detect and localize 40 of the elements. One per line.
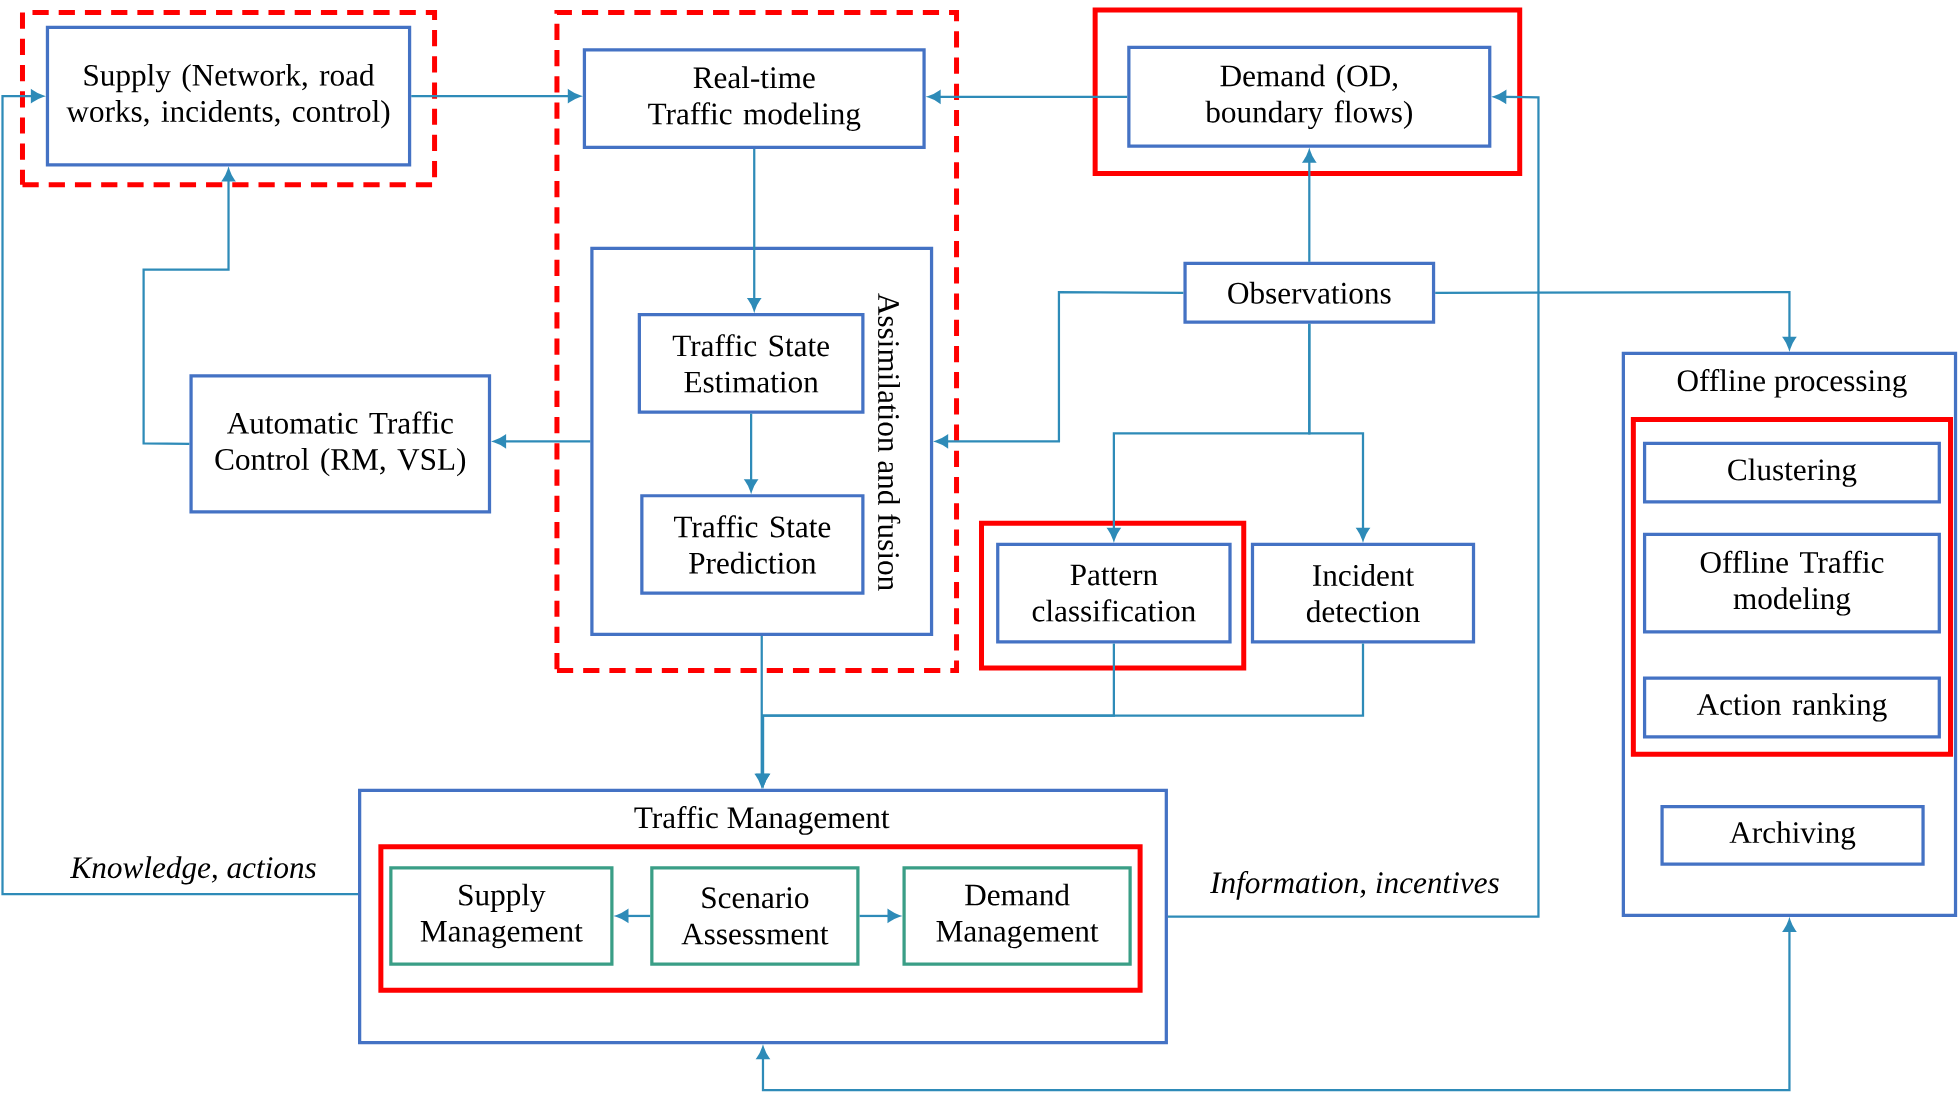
highlight-frame bbox=[378, 843, 1143, 993]
arrow bbox=[1167, 90, 1540, 918]
process-box: Traffic State Estimation bbox=[637, 312, 865, 414]
arrow bbox=[747, 148, 761, 311]
process-box: Traffic State Prediction bbox=[640, 493, 865, 595]
process-box: Scenario Assessment bbox=[650, 866, 860, 966]
arrow bbox=[744, 413, 758, 492]
process-box: Supply Management bbox=[389, 866, 614, 966]
process-box: Offline Traffic modeling bbox=[1642, 532, 1941, 634]
arrow bbox=[493, 434, 591, 448]
highlight-frame bbox=[1630, 416, 1954, 757]
arrow bbox=[1435, 290, 1796, 350]
highlight-frame bbox=[20, 9, 438, 188]
highlight-frame bbox=[1092, 7, 1523, 176]
edge-label: Knowledge, actions bbox=[70, 856, 316, 885]
arrow bbox=[411, 89, 581, 103]
process-box: Automatic Traffic Control (RM, VSL) bbox=[189, 374, 492, 514]
arrow bbox=[1303, 149, 1316, 262]
arrow bbox=[142, 168, 235, 445]
arrow bbox=[928, 90, 1128, 103]
highlight-frame bbox=[979, 520, 1247, 671]
process-box: Observations bbox=[1183, 261, 1436, 324]
highlight-frame bbox=[554, 9, 960, 673]
process-box: Demand (OD, boundary flows) bbox=[1127, 45, 1492, 148]
arrow bbox=[615, 909, 651, 923]
process-box: Incident detection bbox=[1250, 542, 1476, 644]
arrow bbox=[1308, 323, 1370, 541]
arrow bbox=[1, 89, 358, 896]
process-box: Action ranking bbox=[1642, 676, 1941, 739]
process-box: Clustering bbox=[1642, 441, 1941, 504]
arrow bbox=[859, 909, 901, 923]
process-box: Real-time Traffic modeling bbox=[582, 48, 926, 149]
edge-label: Information, incentives bbox=[1210, 870, 1499, 900]
process-box: Pattern classification bbox=[996, 542, 1232, 644]
process-box: Supply (Network, road works, incidents, control) bbox=[45, 25, 412, 167]
arrow bbox=[756, 643, 1365, 787]
arrow bbox=[756, 919, 1796, 1092]
process-box: Demand Management bbox=[902, 866, 1132, 966]
process-box: Archiving bbox=[1660, 804, 1925, 866]
arrow bbox=[935, 290, 1184, 448]
